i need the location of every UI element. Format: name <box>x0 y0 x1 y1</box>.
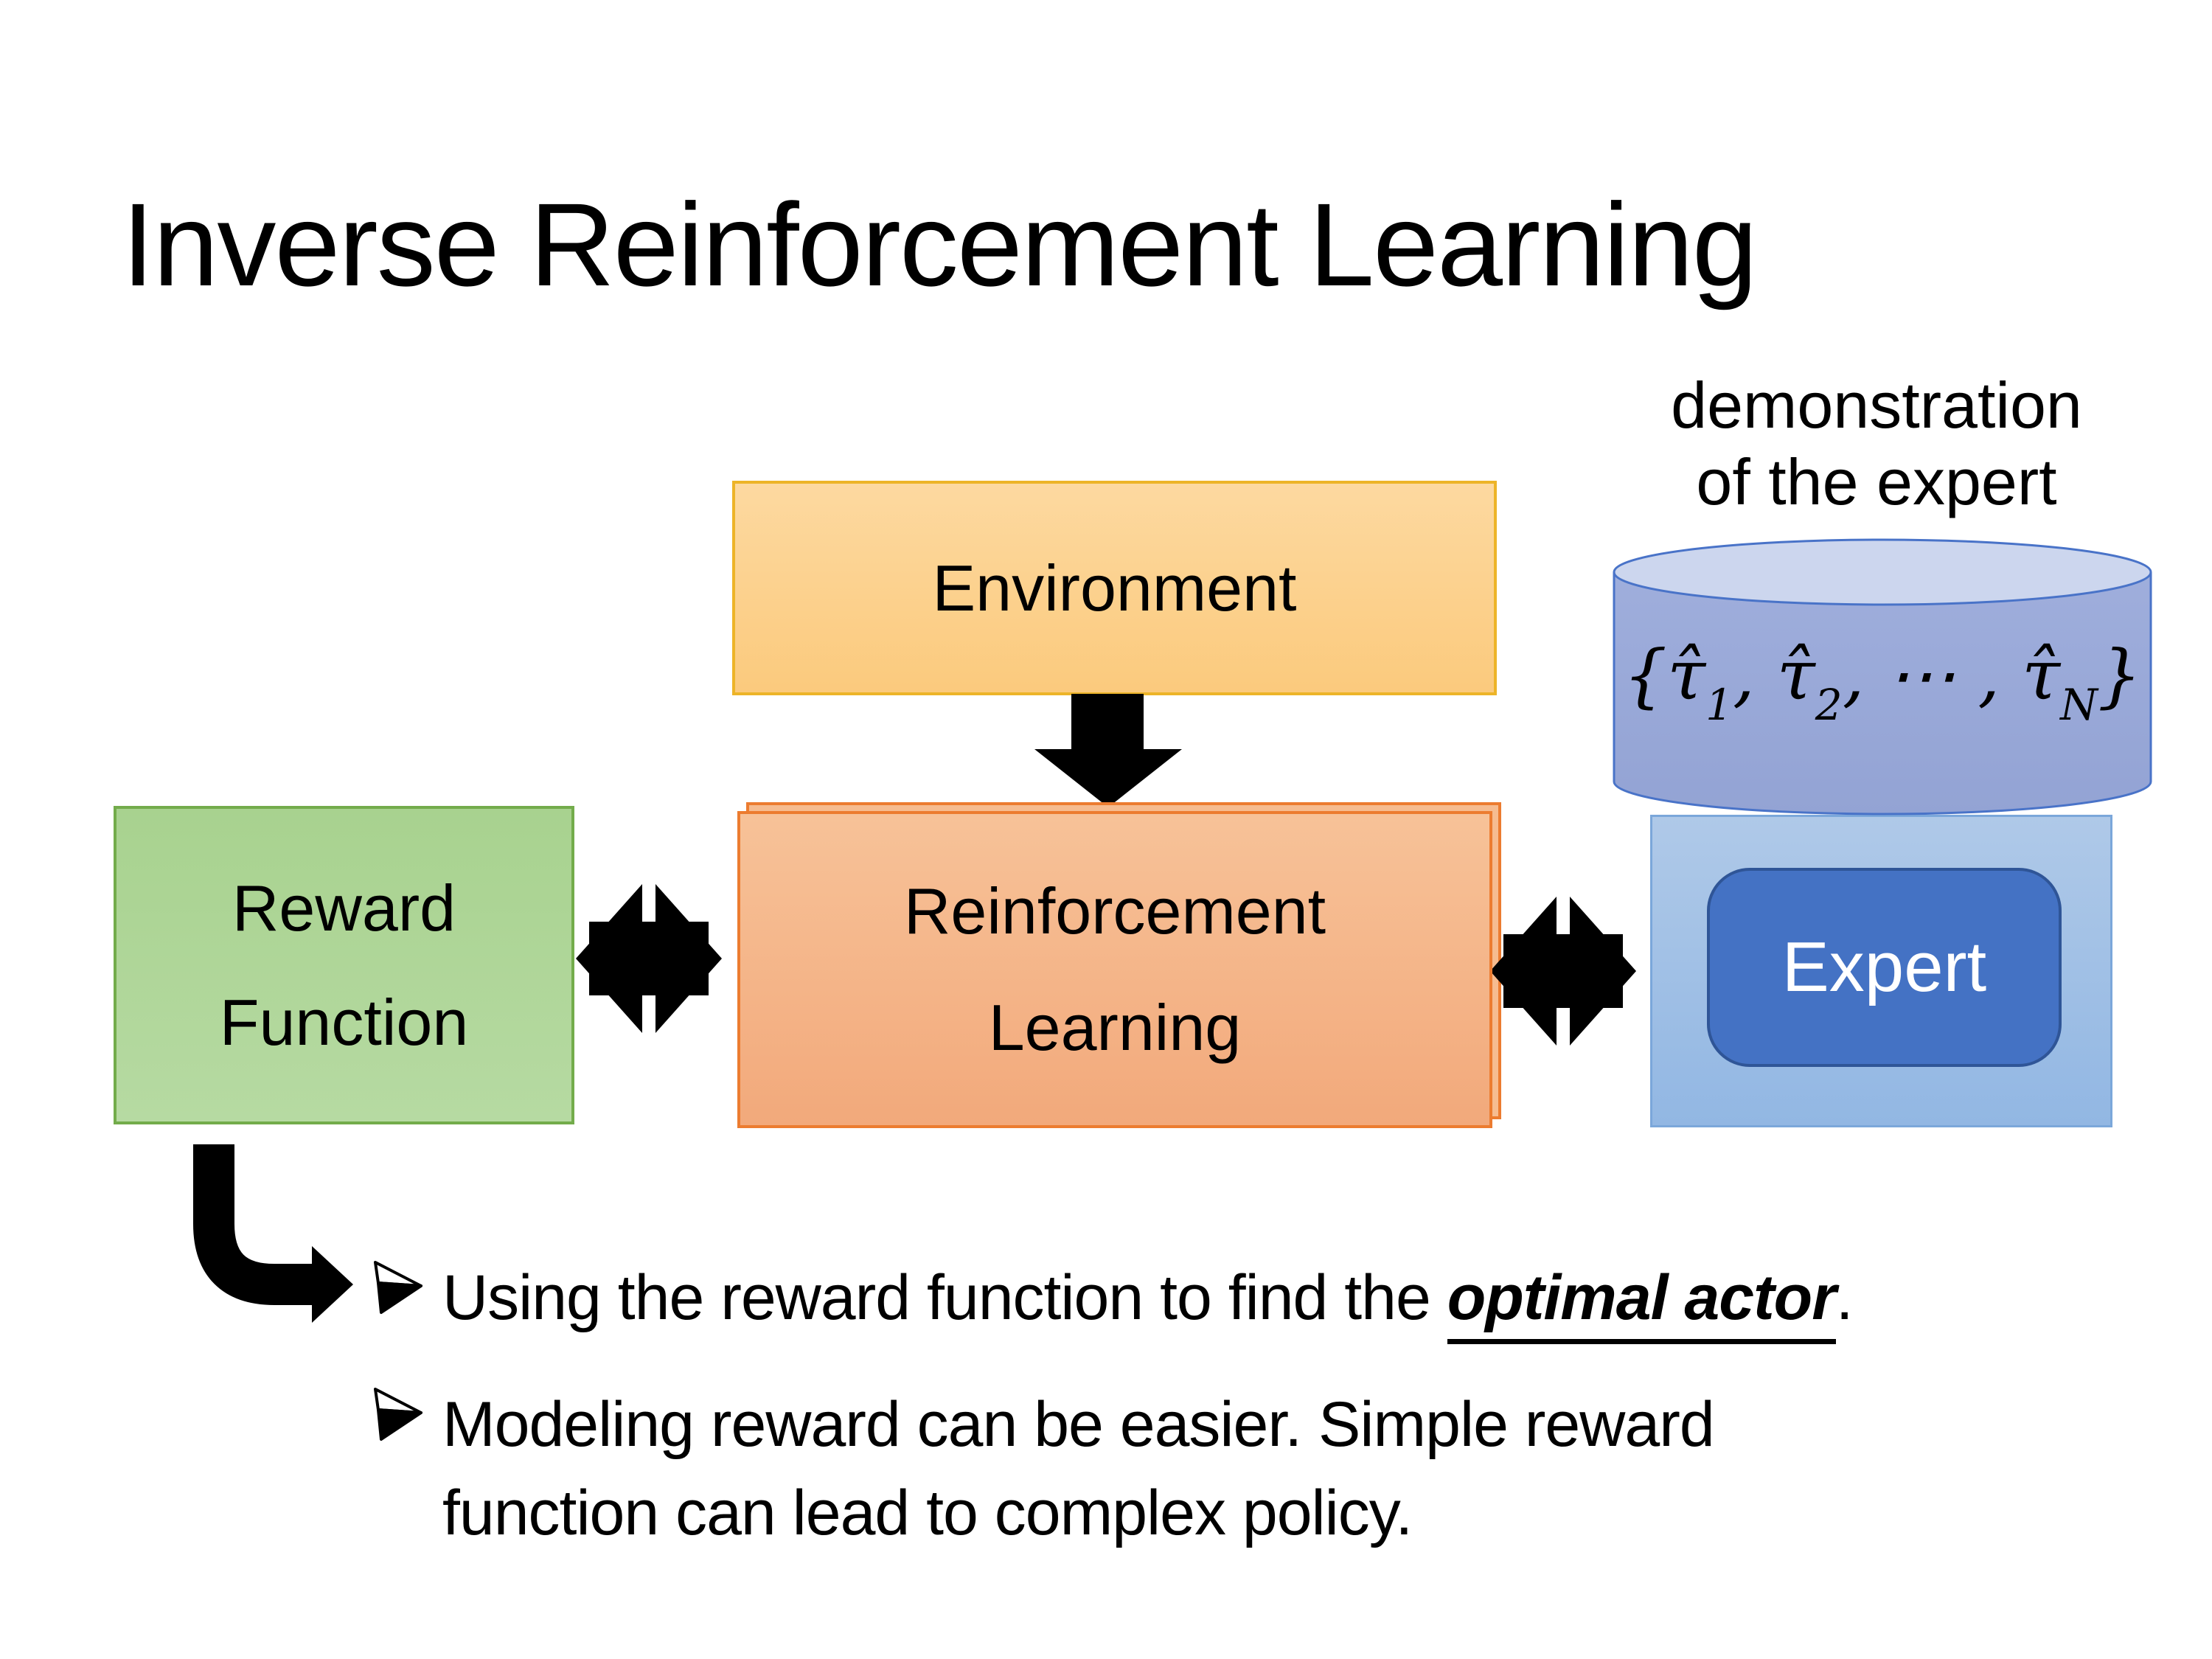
down-arrow-icon <box>1034 694 1182 807</box>
bullet-1: Using the reward function to find the op… <box>442 1253 1854 1344</box>
exchange-arrows-right-icon <box>1490 897 1636 1046</box>
database-cylinder <box>1613 538 2152 815</box>
formula-part: , τ̂ <box>1733 636 1815 716</box>
formula-part: } <box>2097 636 2142 716</box>
reinforcement-learning-label-line1: Reinforcement <box>903 874 1326 947</box>
reward-function-label-line1: Reward <box>232 872 456 945</box>
demonstration-label-line1: demonstration <box>1671 369 2082 442</box>
reinforcement-learning-node: Reinforcement Learning <box>737 811 1492 1128</box>
bullet-2: Modeling reward can be easier. Simple re… <box>442 1380 1715 1557</box>
bent-arrow-icon <box>193 1144 353 1323</box>
expert-node: Expert <box>1707 868 2062 1067</box>
formula-part: , ⋯ , τ̂ <box>1842 636 2061 716</box>
bullet-2-line2: function can lead to complex policy. <box>442 1478 1413 1548</box>
exchange-arrows-left-icon <box>576 884 722 1033</box>
bullet-arrowhead-icon <box>374 1261 422 1314</box>
formula-part: {τ̂ <box>1623 636 1706 716</box>
bullet-2-line1: Modeling reward can be easier. Simple re… <box>442 1389 1715 1460</box>
formula-subscript: N <box>2060 680 2098 730</box>
slide-title: Inverse Reinforcement Learning <box>122 178 1758 310</box>
expert-label: Expert <box>1781 928 1987 1006</box>
bullet-1-suffix: . <box>1835 1262 1854 1333</box>
reward-function-label-line2: Function <box>219 986 469 1059</box>
bullet-1-highlight: optimal actor <box>1447 1262 1837 1344</box>
bullet-arrowhead-icon <box>374 1388 422 1441</box>
reward-function-node: Reward Function <box>114 806 574 1124</box>
environment-label: Environment <box>932 551 1297 625</box>
trajectory-set-formula: {τ̂1, τ̂2, ⋯ , τ̂N} <box>1612 636 2153 730</box>
formula-subscript: 1 <box>1705 680 1733 730</box>
demonstration-label-line2: of the expert <box>1696 445 2057 518</box>
reinforcement-learning-label-line2: Learning <box>988 991 1242 1064</box>
environment-node: Environment <box>732 481 1497 695</box>
formula-subscript: 2 <box>1815 680 1843 730</box>
bullet-1-prefix: Using the reward function to find the <box>442 1262 1447 1333</box>
demonstration-label: demonstration of the expert <box>1585 367 2168 521</box>
